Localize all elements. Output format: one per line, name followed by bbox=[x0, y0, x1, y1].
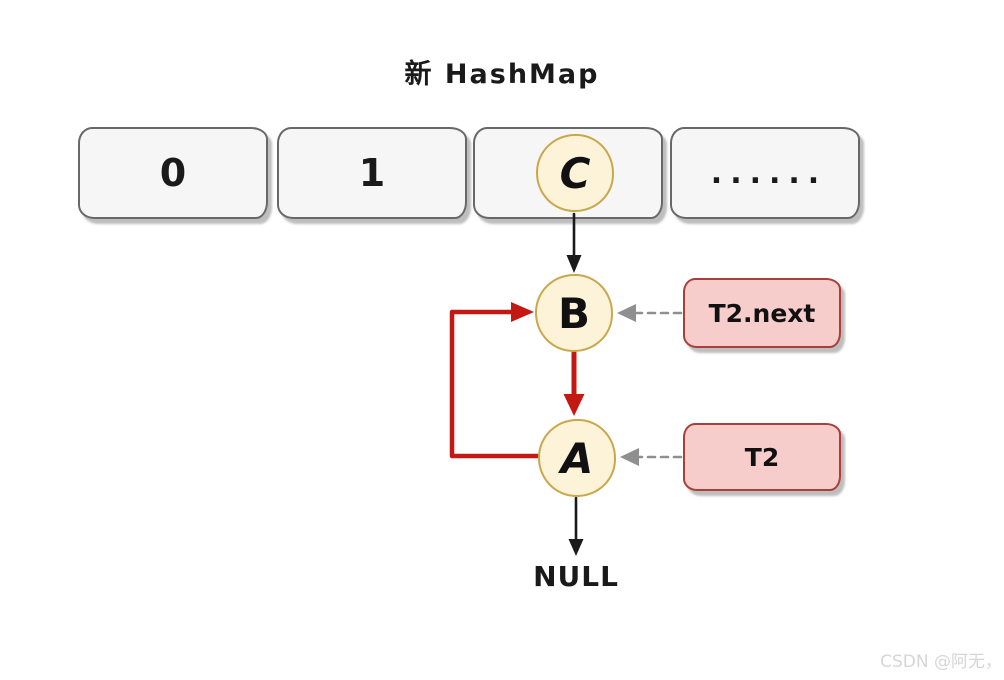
arrow-b-to-a-icon bbox=[563, 350, 585, 416]
node-a-label: A bbox=[560, 433, 594, 483]
null-label: NULL bbox=[533, 560, 619, 593]
bucket-ellipsis-label: ...... bbox=[710, 155, 828, 191]
node-b: B bbox=[535, 274, 613, 352]
node-a: A bbox=[538, 419, 616, 497]
bucket-0-label: 0 bbox=[159, 151, 187, 195]
arrow-loop-a-to-b-icon bbox=[449, 302, 540, 459]
pointer-t2-next: T2.next bbox=[683, 278, 841, 348]
pointer-t2: T2 bbox=[683, 423, 841, 491]
arrow-c-to-b-icon bbox=[566, 212, 582, 273]
pointer-t2-next-label: T2.next bbox=[708, 298, 816, 328]
pointer-t2-label: T2 bbox=[744, 442, 780, 472]
arrow-a-to-null-icon bbox=[568, 496, 584, 556]
bucket-ellipsis: ...... bbox=[670, 127, 860, 219]
node-b-label: B bbox=[557, 288, 590, 338]
diagram-title: 新 HashMap bbox=[404, 59, 600, 90]
bucket-1: 1 bbox=[277, 127, 467, 219]
watermark: CSDN @阿无， bbox=[880, 652, 1002, 672]
bucket-0: 0 bbox=[78, 127, 268, 219]
bucket-1-label: 1 bbox=[358, 151, 386, 195]
arrow-t2next-to-b-icon bbox=[617, 304, 683, 322]
node-c-label: C bbox=[559, 148, 591, 198]
node-c: C bbox=[536, 134, 614, 212]
arrow-t2-to-a-icon bbox=[620, 448, 683, 466]
